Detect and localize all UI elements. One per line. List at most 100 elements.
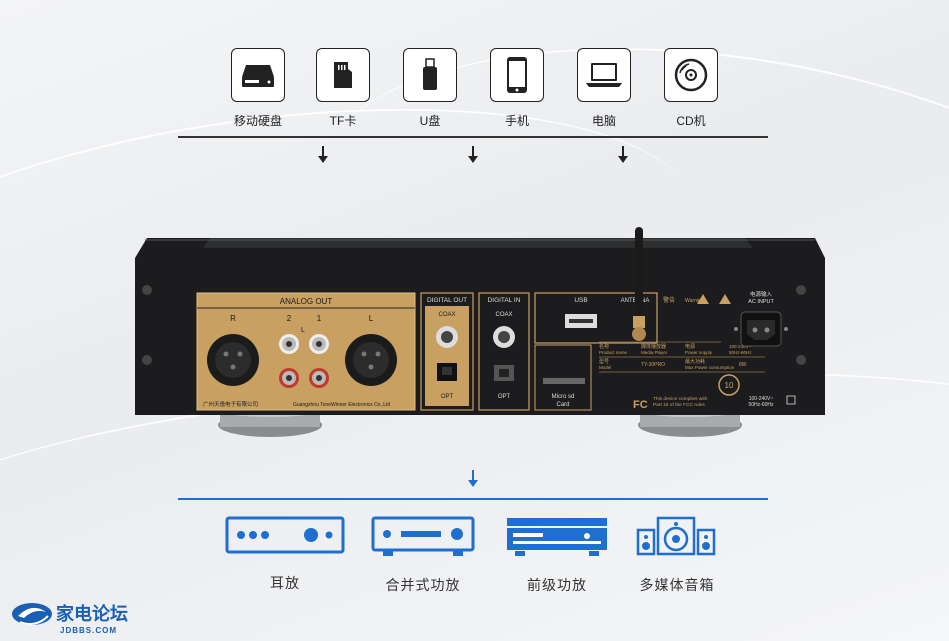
- source-usb-drive: U盘: [400, 48, 460, 129]
- hard-drive-icon: [231, 48, 285, 102]
- svg-text:Max Power consumption: Max Power consumption: [685, 365, 735, 370]
- xlr-l-label: L: [369, 314, 374, 323]
- xlr-r-label: R: [230, 314, 236, 323]
- svg-text:电源: 电源: [685, 343, 695, 350]
- ac-cn-label: 电源输入: [750, 290, 773, 298]
- rca-connector[interactable]: [279, 334, 299, 354]
- svg-text:型号: 型号: [599, 358, 609, 365]
- svg-text:50Hz-60Hz: 50Hz-60Hz: [729, 350, 752, 355]
- output-headphone-amp: 耳放: [225, 516, 345, 593]
- usb-drive-icon: [403, 48, 457, 102]
- source-cd-player: CD机: [661, 48, 721, 129]
- digital-in-label: DIGITAL IN: [488, 297, 521, 304]
- jdbbs-watermark-logo: 家电论坛 JDBBS.COM: [12, 603, 128, 635]
- opt-in-label: OPT: [498, 394, 511, 400]
- media-player-rear-panel: ANALOG OUT R L 2 1 L 广州天逸电子有限公司 Guangzho…: [135, 227, 825, 437]
- svg-text:名称: 名称: [599, 343, 609, 350]
- svg-text:家电论坛: 家电论坛: [56, 603, 128, 624]
- svg-text:This device complies with: This device complies with: [653, 396, 708, 402]
- svg-text:警告: 警告: [663, 296, 675, 304]
- svg-text:JDBBS.COM: JDBBS.COM: [60, 626, 117, 635]
- tf-card-icon: [316, 48, 370, 102]
- headphone-amp-icon: [225, 516, 345, 554]
- svg-text:Model: Model: [599, 365, 611, 370]
- svg-text:Warning: Warning: [685, 298, 704, 304]
- svg-text:Part 15 of the FCC rules: Part 15 of the FCC rules: [653, 402, 705, 408]
- source-label: 移动硬盘: [233, 114, 282, 128]
- ac-hz-label: 50Hz-60Hz: [748, 402, 774, 408]
- rca-connector[interactable]: [309, 334, 329, 354]
- coax-out-label: COAX: [438, 312, 455, 318]
- mobile-phone-icon: [490, 48, 544, 102]
- source-label: TF卡: [329, 114, 357, 128]
- source-tf-card: TF卡: [313, 48, 373, 129]
- analog-out-label: ANALOG OUT: [280, 297, 333, 306]
- ac-voltage-label: 100-240V~: [749, 396, 774, 402]
- svg-text:100-240V~: 100-240V~: [729, 344, 752, 349]
- svg-text:媒体播放器: 媒体播放器: [641, 343, 666, 350]
- down-arrow-icon: [318, 146, 328, 163]
- xlr-left-connector[interactable]: [345, 334, 397, 386]
- output-label: 合并式功放: [385, 577, 461, 593]
- ac-en-label: AC INPUT: [748, 299, 774, 305]
- rca-1-label: 1: [317, 314, 322, 323]
- antenna[interactable]: [632, 227, 646, 341]
- rca-l-label: L: [301, 327, 305, 334]
- eco-10-icon: [718, 374, 740, 396]
- card-label: Card: [556, 402, 569, 408]
- digital-out-label: DIGITAL OUT: [427, 297, 467, 304]
- output-label: 前级功放: [527, 577, 587, 593]
- output-preamp: 前级功放: [505, 516, 609, 595]
- source-label: 手机: [504, 114, 529, 128]
- svg-text:最大功耗: 最大功耗: [685, 358, 705, 365]
- down-arrow-icon: [468, 146, 478, 163]
- spec-label: 警告 Warning 名称 Product name 媒体播放器 Media P…: [599, 294, 765, 411]
- svg-text:Media Player: Media Player: [641, 350, 668, 355]
- output-label: 多媒体音箱: [639, 577, 715, 593]
- down-arrow-icon: [468, 470, 478, 487]
- svg-text:Power supply: Power supply: [685, 350, 713, 355]
- svg-text:Product name: Product name: [599, 350, 628, 355]
- maker-cn-text: 广州天逸电子有限公司: [203, 400, 258, 408]
- coax-out-connector[interactable]: [436, 326, 458, 348]
- output-label: 耳放: [270, 575, 300, 591]
- output-speakers: 多媒体音箱: [636, 516, 718, 595]
- preamp-icon: [507, 518, 607, 556]
- double-insulation-icon: [786, 395, 796, 405]
- cd-icon: [664, 48, 718, 102]
- source-label: CD机: [676, 114, 706, 128]
- speakers-icon: [636, 516, 716, 556]
- coax-in-connector[interactable]: [493, 326, 515, 348]
- laptop-icon: [577, 48, 631, 102]
- output-divider-line: [178, 498, 768, 500]
- source-mobile-phone: 手机: [487, 48, 547, 129]
- fcc-logo: FC: [633, 399, 648, 411]
- source-devices-row: 移动硬盘 TF卡 U盘 手机 电脑 CD机: [0, 48, 949, 128]
- micro-sd-label: Micro sd: [552, 394, 575, 400]
- usb-label: USB: [574, 297, 587, 304]
- usb-port[interactable]: [565, 314, 597, 328]
- opt-out-label: OPT: [441, 394, 454, 400]
- rca-2-label: 2: [287, 314, 292, 323]
- warning-icon: [719, 294, 731, 304]
- integrated-amp-icon: [371, 516, 475, 556]
- source-hard-drive: 移动硬盘: [228, 48, 288, 129]
- source-divider-line: [178, 136, 768, 138]
- maker-en-text: Guangzhou ToneWinner Electronics Co.,Ltd: [293, 402, 390, 408]
- svg-text:TY-30PRO: TY-30PRO: [641, 362, 665, 368]
- down-arrow-icon: [618, 146, 628, 163]
- xlr-right-connector[interactable]: [207, 334, 259, 386]
- micro-sd-slot[interactable]: [543, 378, 585, 384]
- coax-in-label: COAX: [495, 312, 512, 318]
- ac-input-socket[interactable]: [734, 311, 788, 347]
- svg-text:8W: 8W: [739, 362, 747, 368]
- output-integrated-amp: 合并式功放: [371, 516, 475, 595]
- rca-connector[interactable]: [279, 368, 299, 388]
- source-laptop: 电脑: [574, 48, 634, 129]
- optical-in-connector[interactable]: [494, 365, 514, 381]
- warning-icon: [697, 294, 709, 304]
- optical-out-connector[interactable]: [437, 363, 457, 381]
- svg-text:10: 10: [725, 381, 734, 390]
- source-label: 电脑: [591, 114, 616, 128]
- rca-connector[interactable]: [309, 368, 329, 388]
